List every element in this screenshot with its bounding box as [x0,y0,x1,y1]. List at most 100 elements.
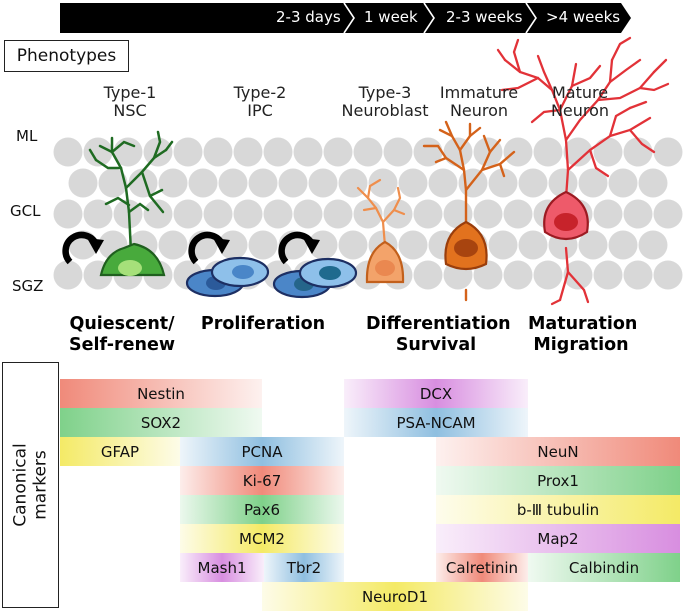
marker-bar-mcm2 [180,524,344,553]
granule-cell [623,199,653,229]
marker-bar-prox1 [436,466,680,495]
marker-bar-b3tubulin [436,495,680,524]
process-maturation-line2: Migration [533,334,629,355]
marker-bar-gfap [60,437,180,466]
granule-cell [653,137,683,167]
granule-cell [218,168,248,198]
marker-neurod1: NeuroD1 [361,587,429,606]
process-differentiation-line1: Differentiation [366,314,511,334]
granule-cell [53,137,83,167]
granule-cell [368,168,398,198]
granule-cell [83,199,113,229]
granule-cell [353,137,383,167]
marker-bar-ki67 [180,466,344,495]
marker-bar-map2 [436,524,680,553]
granule-cell [83,137,113,167]
granule-cell [158,168,188,198]
timeline-bar [60,2,631,34]
granule-cell [638,168,668,198]
granule-cell [233,199,263,229]
granule-cell [203,199,233,229]
marker-prox1: Prox1 [537,471,579,490]
layer-sgz: SGZ [12,277,44,295]
granule-cell [638,230,668,260]
granule-cell [563,137,593,167]
granule-cell [383,199,413,229]
marker-bar-pax6 [180,495,344,524]
granule-cell [623,260,653,290]
marker-b3-tubulin: b-Ⅲ tubulin [516,500,600,519]
immature-neuron-icon [422,120,516,302]
proliferation-arrow-icon-2 [278,231,320,265]
granule-cell [233,137,263,167]
granule-cell [503,260,533,290]
stage-immature-line2: Neuron [449,100,509,120]
self-renew-arrow-icon [62,231,104,265]
granule-cell [653,260,683,290]
stage-type3-line1: Type-3 [358,83,412,102]
granule-cell [143,199,173,229]
granule-cell [533,137,563,167]
granule-cell [488,168,518,198]
process-proliferation-line1: Proliferation [200,314,326,334]
granule-cell [563,260,593,290]
marker-bar-mash1 [180,553,264,582]
granule-cell [188,168,218,198]
stage-mature-neuron: Mature Neuron [538,84,622,120]
granule-cell [653,199,683,229]
marker-bar-nestin [60,379,262,408]
process-proliferation: Proliferation [200,314,326,335]
timeline-label-2-3-days: 2-3 days [276,8,341,26]
marker-mash1: Mash1 [197,558,247,577]
layer-ml: ML [16,127,38,145]
granule-cell [293,199,323,229]
granule-cell [413,137,443,167]
marker-bar-calretinin [436,553,528,582]
granule-cell [428,168,458,198]
stage-type2-line1: Type-2 [233,83,287,102]
marker-calbindin: Calbindin [568,558,640,577]
granule-cell [593,260,623,290]
canonical-markers-text: Canonical markers [9,443,50,527]
marker-mcm2: MCM2 [239,529,285,548]
granule-cell [98,168,128,198]
granule-cell [308,230,338,260]
marker-bar-dcx [344,379,528,408]
canonical-markers-line1: Canonical [9,443,30,527]
granule-cell [173,199,203,229]
granule-cell [128,168,158,198]
granule-cell [473,260,503,290]
granule-cell [593,137,623,167]
granule-cell [203,137,233,167]
nsc-cell-icon [88,130,174,277]
granule-cell [308,168,338,198]
process-differentiation-line2: Survival [395,334,477,355]
granule-cell [218,230,248,260]
granule-cell [503,137,533,167]
granule-cell [398,168,428,198]
process-quiescent-line1: Quiescent/ [69,314,175,334]
marker-ki67: Ki-67 [242,471,282,490]
timeline-label-1-week: 1 week [364,8,418,26]
granule-cell [548,168,578,198]
granule-cell [293,137,323,167]
layer-gcl: GCL [10,202,41,220]
mature-neuron-icon [496,36,670,306]
granule-cell [173,137,203,167]
granule-cell [338,230,368,260]
process-maturation-line1: Maturation [528,314,638,334]
process-quiescent: Quiescent/ Self-renew [62,314,182,355]
granule-cell [383,137,413,167]
granule-cell [623,137,653,167]
stage-type3-neuroblast: Type-3 Neuroblast [336,84,434,120]
stage-mature-line2: Neuron [550,100,610,120]
timeline-label-2-3-weeks: 2-3 weeks [446,8,523,26]
stage-immature-line1: Immature [439,83,519,102]
granule-cell [473,199,503,229]
timeline-label-4-weeks: >4 weeks [546,8,621,26]
granule-cell [608,168,638,198]
granule-cell [323,137,353,167]
granule-cell [413,260,443,290]
ipc-cells-icon [185,256,358,299]
marker-neun: NeuN [537,442,579,461]
